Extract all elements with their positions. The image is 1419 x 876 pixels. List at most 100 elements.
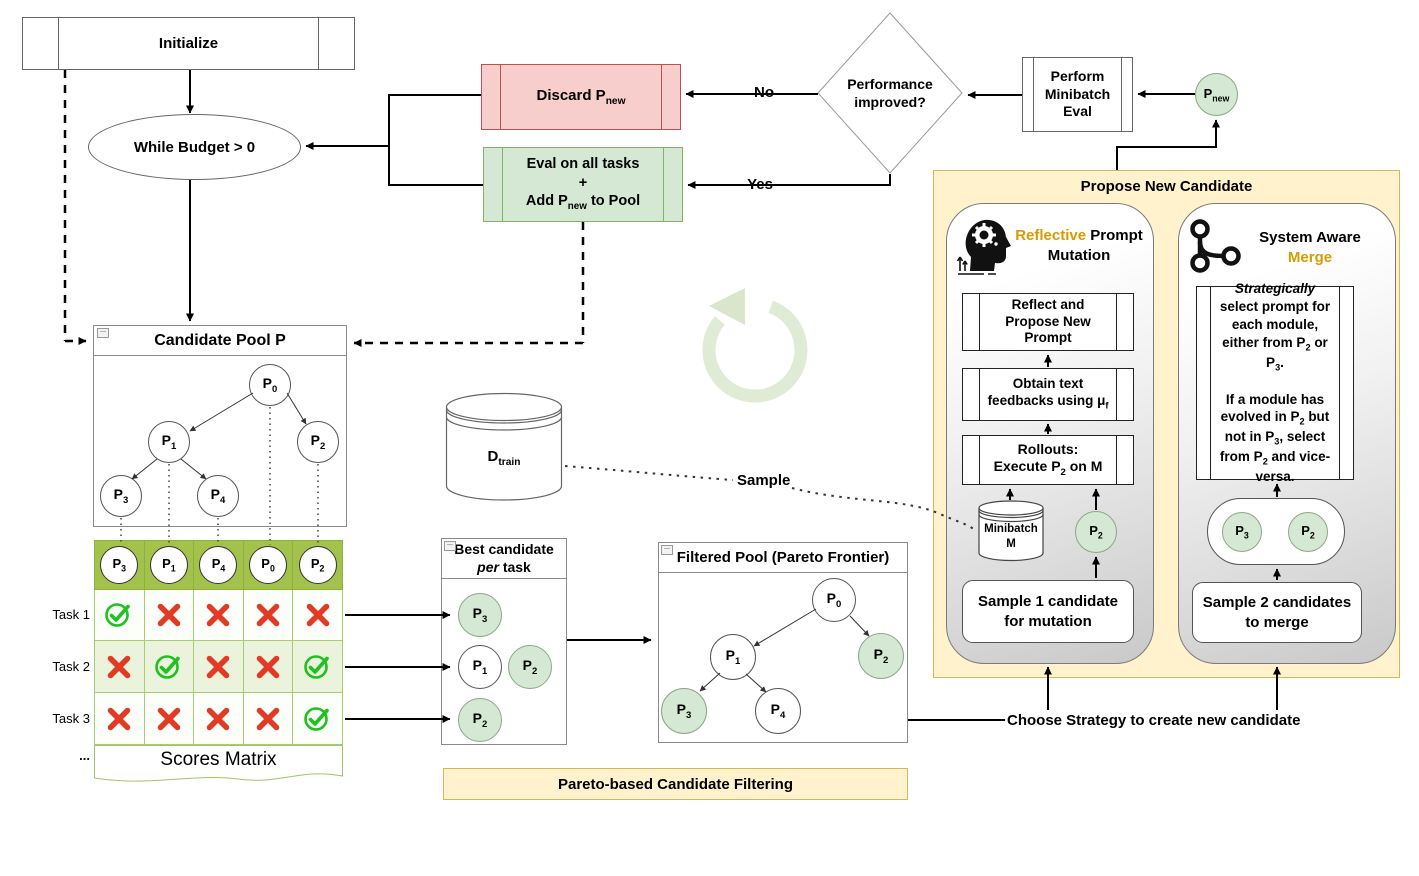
- performance-diamond-shape: [817, 12, 963, 174]
- best-node-p3: P3: [458, 593, 502, 637]
- score-cell: [143, 590, 194, 640]
- dtrain-cylinder-icon: [445, 392, 563, 501]
- sample-label: Sample: [737, 472, 791, 489]
- propose-panel-title: Propose New Candidate: [1080, 178, 1253, 195]
- pareto-banner: Pareto-based Candidate Filtering: [443, 768, 908, 800]
- matrix-row-task1: [94, 590, 343, 641]
- p-new-node: Pnew: [1195, 73, 1238, 116]
- score-cell: [143, 693, 194, 744]
- pool-node-p1: P1: [148, 421, 190, 463]
- best-node-p2b: P2: [458, 698, 502, 742]
- eval-line3: Add Pnew to Pool: [525, 193, 641, 213]
- score-cell: [193, 693, 243, 744]
- merge-strategy-text: Strategically select prompt for each mod…: [1219, 281, 1331, 484]
- proc-bar: [661, 65, 662, 129]
- initialize-label: Initialize: [158, 35, 219, 52]
- minibatch-cylinder-icon: [978, 500, 1044, 562]
- link-discard-junction: [388, 94, 483, 186]
- score-cell: [193, 641, 243, 692]
- filtered-node-p4: P4: [755, 688, 801, 734]
- mutation-title: Reflective Prompt Mutation: [1015, 227, 1143, 264]
- score-cell: [95, 641, 144, 692]
- proc-bar: [1033, 58, 1034, 131]
- proc-bar: [1121, 58, 1122, 131]
- cross-icon: [256, 655, 280, 678]
- score-cell: [193, 590, 243, 640]
- score-cell: [242, 590, 293, 640]
- eval-line2: +: [578, 174, 588, 191]
- no-label: No: [746, 84, 782, 101]
- cross-icon: [256, 603, 280, 627]
- minibatch-eval-box: Perform Minibatch Eval: [1022, 57, 1133, 132]
- task2-label: Task 2: [52, 659, 90, 674]
- dtrain-label: Dtrain: [487, 448, 521, 468]
- score-cell: [95, 590, 144, 640]
- score-cell: [143, 641, 194, 692]
- candidate-pool-title: Candidate Pool P: [94, 326, 346, 356]
- matrix-header-cell: P3: [95, 541, 144, 589]
- filtered-node-p3: P3: [661, 688, 707, 734]
- merge-p3-node: P3: [1222, 512, 1262, 552]
- cross-icon: [207, 655, 230, 678]
- filtered-node-p2: P2: [858, 633, 904, 679]
- choose-strategy-label: Choose Strategy to create new candidate: [1007, 712, 1301, 729]
- matrix-header-cell: P0: [242, 541, 293, 589]
- collapse-icon: —: [661, 545, 673, 555]
- pool-node-p2: P2: [297, 421, 339, 463]
- rollouts-box: Rollouts: Execute P2 on M: [962, 435, 1134, 485]
- cross-icon: [207, 603, 230, 627]
- matrix-row-task2: [94, 641, 343, 693]
- collapse-icon: —: [444, 541, 456, 551]
- scores-matrix-caption: Scores Matrix: [160, 749, 277, 770]
- matrix-header-row: P3 P1 P4 P0 P2: [94, 540, 343, 590]
- filtered-node-p0: P0: [812, 578, 856, 622]
- ellipsis-label: ...: [79, 748, 90, 763]
- task3-label: Task 3: [52, 711, 90, 726]
- score-cell: [292, 693, 342, 744]
- yes-label: Yes: [740, 176, 780, 193]
- matrix-row-task3: [94, 693, 343, 745]
- best-candidate-title: Best candidate per task: [442, 539, 566, 579]
- pool-node-p3: P3: [100, 475, 142, 517]
- cross-icon: [157, 707, 181, 730]
- best-node-p1: P1: [458, 645, 502, 689]
- check-circle-icon: [303, 654, 329, 679]
- cross-icon: [306, 603, 329, 627]
- pool-node-p0: P0: [249, 364, 291, 406]
- best-node-p2: P2: [508, 645, 552, 689]
- proc-bar: [500, 65, 501, 129]
- merge-strategy-box: Strategically select prompt for each mod…: [1196, 281, 1354, 484]
- score-cell: [95, 693, 144, 744]
- score-cell: [292, 590, 342, 640]
- task1-label: Task 1: [52, 607, 90, 622]
- merge-title: System Aware Merge: [1259, 229, 1361, 266]
- eval-add-box: Eval on all tasks + Add Pnew to Pool: [483, 147, 683, 222]
- mutation-p2-node: P2: [1075, 511, 1117, 553]
- dotted-sample-1: [564, 465, 734, 481]
- while-budget-label: While Budget > 0: [133, 138, 256, 156]
- proc-bar: [502, 148, 503, 221]
- eval-line1: Eval on all tasks: [526, 155, 640, 172]
- proc-bar: [318, 18, 319, 69]
- cross-icon: [107, 707, 131, 730]
- matrix-header-cell: P4: [193, 541, 243, 589]
- merge-p2-node: P2: [1288, 512, 1328, 552]
- cross-icon: [256, 707, 280, 730]
- discard-box: Discard Pnew: [481, 64, 681, 130]
- discard-label: Discard Pnew: [536, 87, 626, 107]
- reflective-head-icon: [956, 219, 1011, 275]
- merge-branches-icon: [1190, 219, 1241, 273]
- pool-node-p4: P4: [197, 475, 239, 517]
- filtered-pool-title: Filtered Pool (Pareto Frontier): [659, 543, 907, 573]
- score-cell: [292, 641, 342, 692]
- filtered-node-p1: P1: [710, 634, 756, 680]
- cross-icon: [157, 603, 181, 627]
- check-circle-icon: [155, 654, 180, 679]
- proc-bar: [58, 18, 59, 69]
- matrix-header-cell: P2: [292, 541, 342, 589]
- proc-bar: [663, 148, 664, 221]
